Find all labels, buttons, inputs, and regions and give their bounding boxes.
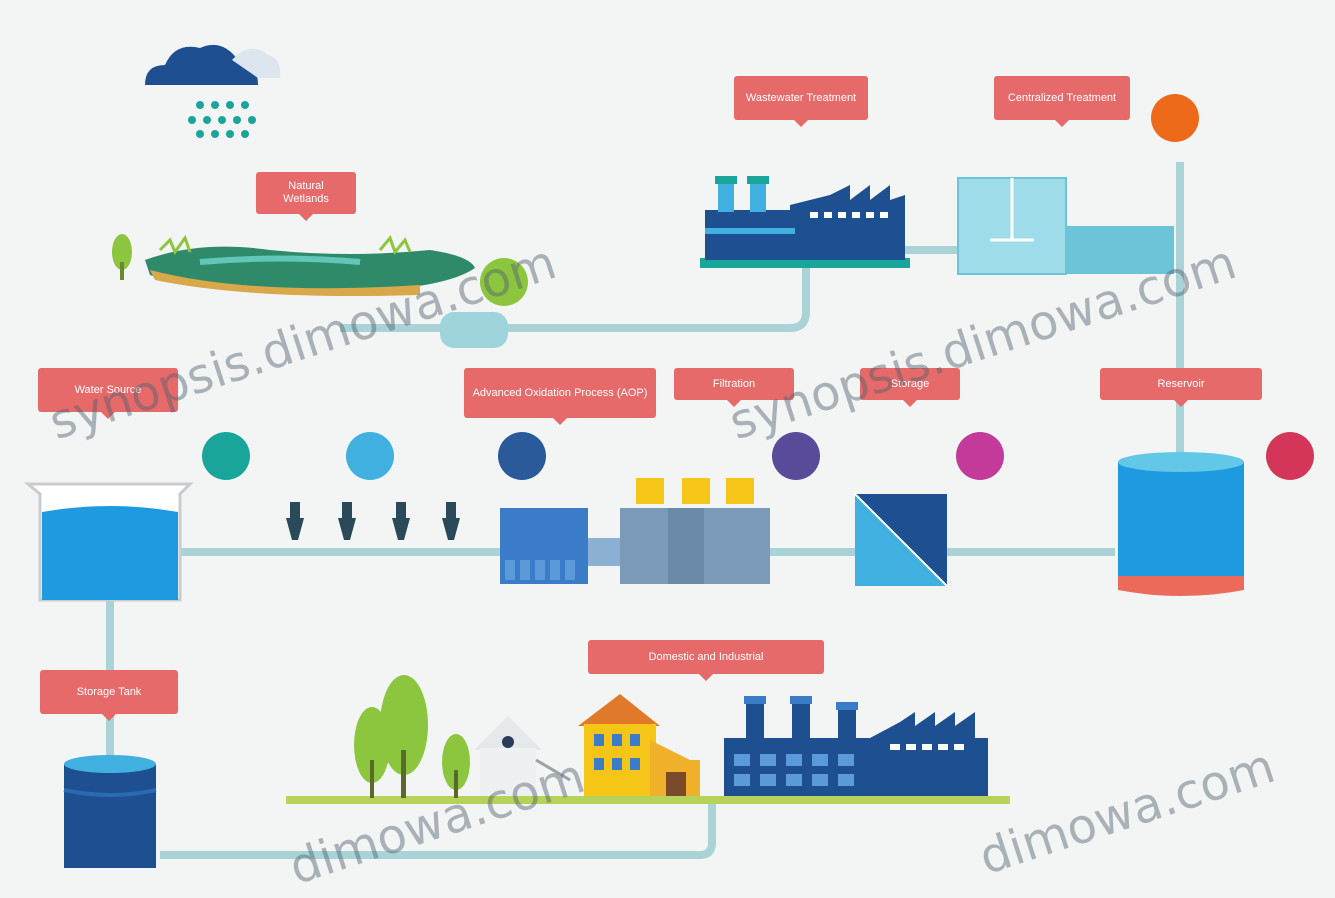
- dropper-1: [286, 502, 304, 540]
- industrial-factory-icon: [724, 696, 988, 796]
- pipe-wetland-to-plant: [340, 262, 810, 332]
- step-badge-5: [772, 432, 820, 480]
- dropper-3: [392, 502, 410, 540]
- label-natural-wetlands: Natural Wetlands: [256, 172, 356, 221]
- wetland-icon: [112, 234, 475, 296]
- community-icon: [286, 675, 1010, 804]
- chemical-dosing-icons: [286, 502, 460, 540]
- label-domestic-industrial: Domestic and Industrial: [588, 640, 824, 681]
- storage-tank-icon: [63, 755, 157, 868]
- label-reservoir: Reservoir: [1100, 368, 1262, 407]
- label-storage: Storage: [860, 368, 960, 407]
- label-wastewater-treatment: Wastewater Treatment: [734, 76, 868, 127]
- trees-icon: [354, 675, 470, 798]
- pipe-connector: [440, 312, 508, 348]
- pipe-tank-to-domestic: [160, 800, 716, 859]
- aop-reactor-icon: [500, 478, 770, 584]
- pipe-network: [106, 162, 1184, 859]
- step-badge-6: [956, 432, 1004, 480]
- label-water-source: Water Source: [38, 368, 178, 419]
- filter-icon: [854, 493, 948, 587]
- label-advanced-oxidation: Advanced Oxidation Process (AOP): [464, 368, 656, 425]
- step-badge-3: [346, 432, 394, 480]
- dropper-4: [442, 502, 460, 540]
- label-filtration: Filtration: [674, 368, 794, 407]
- wastewater-plant-icon: [700, 176, 910, 268]
- water-source-beaker-icon: [23, 482, 194, 602]
- rain-cloud-icon: [145, 44, 281, 138]
- yellow-house-icon: [578, 694, 700, 796]
- white-house-icon: [474, 716, 571, 796]
- step-badge-4: [498, 432, 546, 480]
- step-badge-7: [1266, 432, 1314, 480]
- sun-icon: [1151, 94, 1199, 142]
- dropper-2: [338, 502, 356, 540]
- step-badge-1: [480, 258, 528, 306]
- centralized-treatment-icon: [957, 177, 1174, 275]
- label-centralized-treatment: Centralized Treatment: [994, 76, 1130, 127]
- label-storage-tank: Storage Tank: [40, 670, 178, 721]
- reservoir-tank-icon: [1118, 452, 1244, 596]
- step-badge-2: [202, 432, 250, 480]
